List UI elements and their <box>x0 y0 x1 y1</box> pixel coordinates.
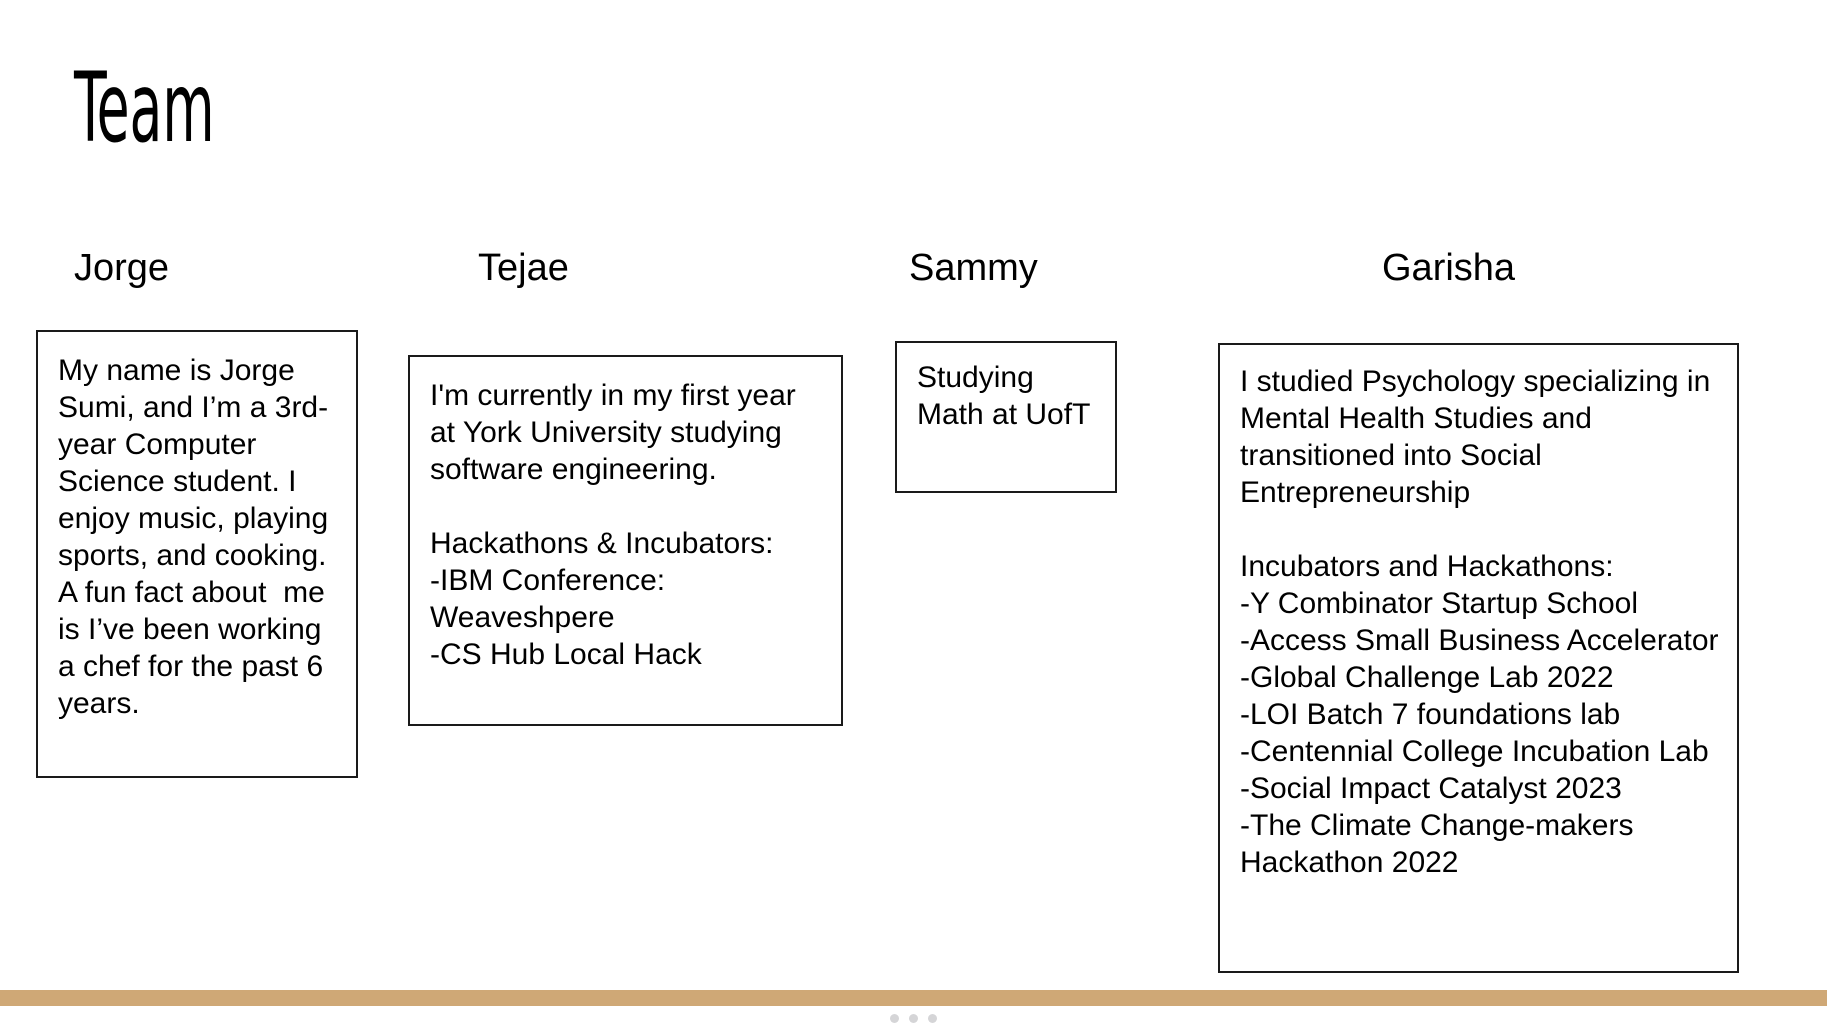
member-name-jorge: Jorge <box>74 247 170 289</box>
pagination-dot-2[interactable] <box>909 1014 918 1023</box>
member-bio-box-tejae: I'm currently in my first year at York U… <box>408 355 843 726</box>
member-bio-box-sammy: Studying Math at UofT <box>895 341 1117 493</box>
member-bio-text-tejae: I'm currently in my first year at York U… <box>430 379 796 671</box>
accent-bar <box>0 990 1827 1006</box>
member-name-tejae: Tejae <box>478 247 569 289</box>
member-name-garisha: Garisha <box>1382 247 1516 289</box>
member-bio-box-garisha: I studied Psychology specializing in Men… <box>1218 343 1739 973</box>
member-name-sammy: Sammy <box>909 247 1038 289</box>
pagination-dot-1[interactable] <box>890 1014 899 1023</box>
member-bio-box-jorge: My name is Jorge Sumi, and I’m a 3rd-yea… <box>36 330 358 778</box>
member-bio-text-garisha: I studied Psychology specializing in Men… <box>1240 365 1719 879</box>
pagination-dot-3[interactable] <box>928 1014 937 1023</box>
page-title: Team <box>74 52 215 164</box>
pagination-dots[interactable] <box>0 1006 1827 1031</box>
member-bio-text-jorge: My name is Jorge Sumi, and I’m a 3rd-yea… <box>58 354 337 720</box>
member-bio-text-sammy: Studying Math at UofT <box>917 361 1091 431</box>
